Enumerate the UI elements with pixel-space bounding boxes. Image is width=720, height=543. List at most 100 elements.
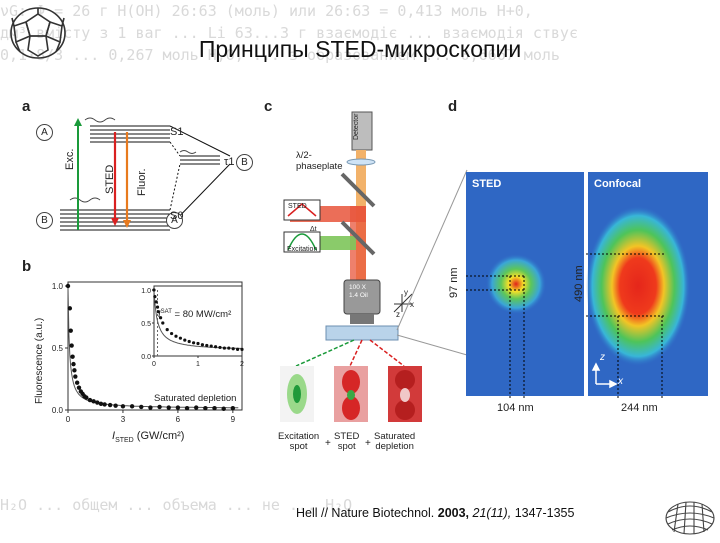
inset-data-point bbox=[166, 328, 169, 331]
data-point bbox=[194, 405, 198, 409]
data-point bbox=[231, 406, 235, 410]
sted-arrow-label: STED bbox=[104, 165, 116, 194]
sted-confocal-images bbox=[466, 172, 710, 398]
sted-image-title: STED bbox=[472, 178, 501, 190]
data-point bbox=[212, 406, 216, 410]
data-point bbox=[113, 403, 117, 407]
inset-data-point bbox=[240, 348, 243, 351]
data-point bbox=[148, 405, 152, 409]
plus-1: + bbox=[325, 438, 331, 449]
inset-data-point bbox=[155, 300, 158, 303]
sted-pulse-label: STED bbox=[288, 203, 307, 210]
data-point bbox=[70, 354, 74, 358]
data-point bbox=[99, 402, 103, 406]
slide-title: Принципы STED-микроскопии bbox=[0, 36, 720, 63]
state-b-circle-triplet: B bbox=[236, 154, 253, 171]
saturated-depletion-annotation: Saturated depletion bbox=[154, 393, 236, 404]
image-axis-z: z bbox=[600, 352, 605, 363]
inset-frame bbox=[154, 286, 242, 356]
data-point bbox=[121, 404, 125, 408]
inset-data-point bbox=[196, 342, 199, 345]
data-point bbox=[221, 407, 225, 411]
inset-data-point bbox=[152, 288, 155, 291]
background-text-line: νG: Φ = 26 г Н(ОН) 26:63 (моль) или 26:6… bbox=[0, 0, 720, 22]
confocal-height-label: 490 nm bbox=[573, 265, 585, 302]
inset-data-point bbox=[174, 335, 177, 338]
data-point bbox=[66, 284, 70, 288]
inset-data-point bbox=[210, 345, 213, 348]
inset-data-point bbox=[179, 337, 182, 340]
inset-data-point bbox=[201, 343, 204, 346]
inset-data-point bbox=[223, 346, 226, 349]
inset-y-tick-label: 0.5 bbox=[141, 321, 151, 328]
inset-data-point bbox=[153, 295, 156, 298]
inset-y-tick-label: 1.0 bbox=[141, 288, 151, 295]
inset-data-point bbox=[227, 346, 230, 349]
inset-data-point bbox=[218, 346, 221, 349]
s0-label: S0 bbox=[170, 210, 183, 222]
y-tick-label: 1.0 bbox=[52, 282, 64, 291]
phaseplate-label: λ/2-phaseplate bbox=[296, 150, 342, 172]
inset-data-point bbox=[205, 344, 208, 347]
data-point bbox=[69, 343, 73, 347]
data-point bbox=[130, 404, 134, 408]
inset-data-point bbox=[236, 348, 239, 351]
x-tick-label: 9 bbox=[231, 415, 236, 424]
plus-2: + bbox=[365, 438, 371, 449]
x-tick-label: 6 bbox=[176, 415, 181, 424]
x-tick-label: 3 bbox=[121, 415, 126, 424]
fluor-label: Fluor. bbox=[136, 168, 148, 196]
data-point bbox=[108, 403, 112, 407]
tau-label: τ1 bbox=[224, 156, 234, 168]
inset-x-tick-label: 1 bbox=[196, 361, 200, 368]
data-point bbox=[167, 405, 171, 409]
data-point bbox=[185, 406, 189, 410]
confocal-image-title: Confocal bbox=[594, 178, 641, 190]
inset-data-point bbox=[161, 321, 164, 324]
state-a-circle-top: A bbox=[36, 124, 53, 141]
inset-data-point bbox=[183, 339, 186, 342]
x-tick-label: 0 bbox=[66, 415, 71, 424]
inset-data-point bbox=[192, 341, 195, 344]
y-tick-label: 0.0 bbox=[52, 406, 64, 415]
inset-data-point bbox=[188, 340, 191, 343]
data-point bbox=[203, 406, 207, 410]
inset-x-tick-label: 0 bbox=[152, 361, 156, 368]
x-axis-label: ISTED (GW/cm²) bbox=[112, 430, 184, 444]
citation: Hell // Nature Biotechnol. 2003, 21(11),… bbox=[296, 506, 574, 520]
confocal-width-label: 244 nm bbox=[621, 402, 658, 414]
s1-label: S1 bbox=[170, 126, 183, 138]
data-point bbox=[68, 306, 72, 310]
detector-label: Detector bbox=[353, 114, 360, 140]
image-axis-x: x bbox=[618, 376, 623, 387]
state-b-circle-bottom: B bbox=[36, 212, 53, 229]
delta-t-label: Δt bbox=[310, 226, 317, 233]
data-point bbox=[102, 402, 106, 406]
sted-height-label: 97 nm bbox=[448, 267, 460, 298]
excitation-pulse-label: Excitation bbox=[287, 246, 317, 253]
inset-data-point bbox=[232, 347, 235, 350]
panel-d-label: d bbox=[448, 98, 457, 115]
inset-y-tick-label: 0.0 bbox=[141, 354, 151, 361]
data-point bbox=[73, 374, 77, 378]
connector-lines bbox=[392, 160, 472, 360]
data-point bbox=[75, 381, 79, 385]
data-point bbox=[157, 405, 161, 409]
nanotube-logo bbox=[664, 498, 716, 543]
inset-x-tick-label: 2 bbox=[240, 361, 244, 368]
data-point bbox=[139, 405, 143, 409]
y-axis-label: Fluorescence (a.u.) bbox=[34, 318, 45, 404]
inset-data-point bbox=[170, 332, 173, 335]
data-point bbox=[176, 405, 180, 409]
exc-label: Exc. bbox=[64, 149, 76, 170]
data-point bbox=[69, 328, 73, 332]
y-tick-label: 0.5 bbox=[52, 344, 64, 353]
data-point bbox=[72, 368, 76, 372]
sted-width-label: 104 nm bbox=[497, 402, 534, 414]
inset-annotation: ISAT = 80 MW/cm² bbox=[158, 309, 231, 320]
